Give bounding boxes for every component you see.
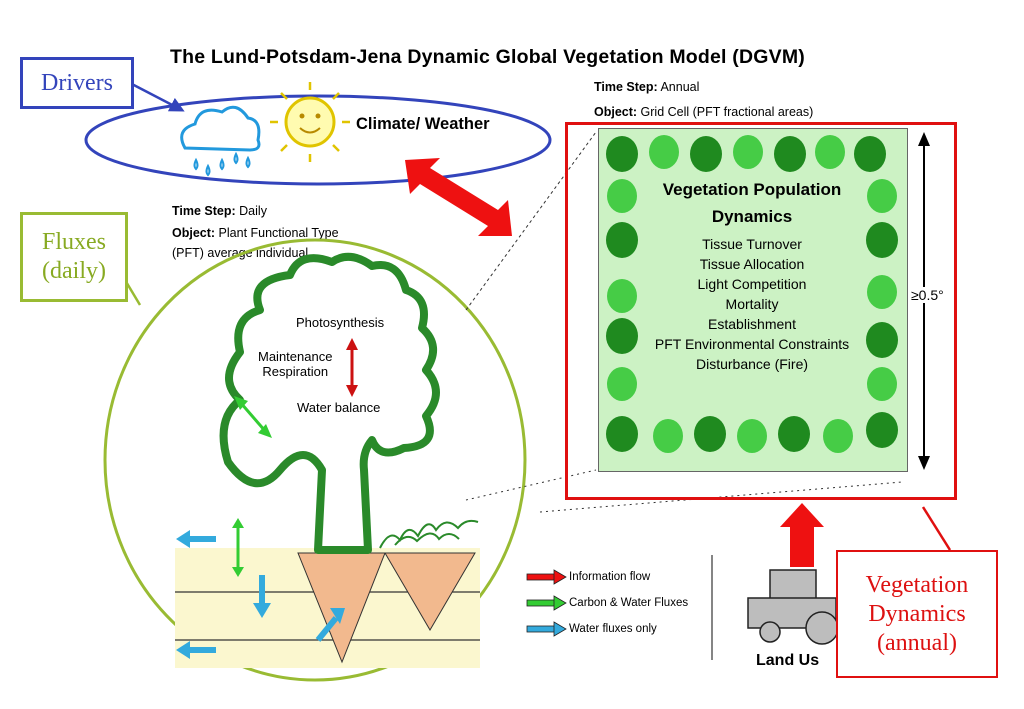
fluxes-callout-line2: (daily) xyxy=(42,258,106,284)
drivers-ellipse xyxy=(84,94,552,186)
annual-time-step-value: Annual xyxy=(660,80,700,94)
vegetation-dynamics-callout: Vegetation Dynamics (annual) xyxy=(836,550,998,678)
land-use-arrow xyxy=(780,503,824,567)
diagram-title: The Lund-Potsdam-Jena Dynamic Global Veg… xyxy=(170,46,805,68)
climate-weather-label: Climate/ Weather xyxy=(356,115,490,133)
daily-time-step-value: Daily xyxy=(239,204,267,218)
vegetation-dynamics-box xyxy=(565,122,957,500)
annual-time-step: Time Step: Annual xyxy=(594,80,699,94)
grass-roots xyxy=(384,552,476,631)
process-item: Tissue Allocation xyxy=(699,256,805,272)
information-double-arrow xyxy=(405,158,512,236)
carbon-flux-arrow-leaf xyxy=(234,396,272,438)
water-runoff-arrow-bottom xyxy=(176,641,216,659)
annual-time-step-label: Time Step: xyxy=(594,80,658,94)
legend-water-only: Water fluxes only xyxy=(569,623,657,635)
tractor-icon xyxy=(747,569,839,645)
veg-callout-line3: (annual) xyxy=(877,629,957,656)
veg-callout-line1: Vegetation xyxy=(865,571,969,598)
grass-icon xyxy=(379,519,479,549)
fluxes-ellipse xyxy=(103,238,527,682)
respiration-label: Respiration xyxy=(262,364,329,379)
process-item: PFT Environmental Constraints xyxy=(654,336,850,352)
water-balance-label: Water balance xyxy=(297,400,381,415)
maintenance-label: Maintenance xyxy=(258,349,333,364)
fluxes-callout-line1: Fluxes xyxy=(41,229,106,255)
legend-information-flow-arrow xyxy=(526,569,567,585)
process-item: Tissue Turnover xyxy=(702,236,802,252)
daily-object: Object: Plant Functional Type xyxy=(172,226,339,240)
daily-time-step-label: Time Step: xyxy=(172,204,236,218)
daily-time-step: Time Step: Daily xyxy=(172,204,267,218)
canopy-trees xyxy=(606,135,898,453)
land-use-label: Land Us xyxy=(756,652,820,669)
scale-label: ≥0.5° xyxy=(911,287,944,303)
water-uptake-arrow xyxy=(315,608,345,642)
water-runoff-arrow-top xyxy=(176,530,216,548)
drivers-callout: Drivers xyxy=(20,57,134,109)
grid-cell-panel xyxy=(598,128,908,472)
photosynthesis-arrow xyxy=(346,338,358,397)
rain-cloud-icon xyxy=(180,105,261,177)
vegetation-panel-subtitle: Dynamics xyxy=(711,207,793,226)
legend-carbon-water-arrow xyxy=(526,595,567,611)
process-item: Mortality xyxy=(725,296,779,312)
veg-callout-line2: Dynamics xyxy=(868,600,966,627)
legend-carbon-water: Carbon & Water Fluxes xyxy=(569,597,689,609)
fluxes-callout: Fluxes (daily) xyxy=(20,212,128,302)
maintenance-respiration-label: Maintenance Respiration xyxy=(258,349,332,379)
tree-icon xyxy=(219,252,440,554)
process-item: Establishment xyxy=(708,316,796,332)
annual-object: Object: Grid Cell (PFT fractional areas) xyxy=(594,105,813,119)
daily-object-value-line1: Plant Functional Type xyxy=(218,226,339,240)
veg-connector xyxy=(921,506,952,551)
vegetation-panel-title: Vegetation Population xyxy=(662,180,842,199)
annual-object-value: Grid Cell (PFT fractional areas) xyxy=(640,105,814,119)
process-item: Disturbance (Fire) xyxy=(695,356,809,372)
drivers-connector xyxy=(127,80,185,112)
carbon-flux-arrow-soil xyxy=(232,518,244,577)
vegetation-process-list: Tissue Turnover Tissue Allocation Light … xyxy=(604,234,900,374)
legend-water-only-arrow xyxy=(526,621,567,637)
daily-object-label: Object: xyxy=(172,226,216,240)
sun-icon xyxy=(270,82,350,162)
water-percolation-arrow xyxy=(253,575,271,618)
process-item: Light Competition xyxy=(697,276,807,292)
legend-information-flow: Information flow xyxy=(569,571,651,583)
tree-canopy-ring xyxy=(606,135,898,453)
photosynthesis-label: Photosynthesis xyxy=(296,315,385,330)
annual-object-label: Object: xyxy=(594,105,638,119)
